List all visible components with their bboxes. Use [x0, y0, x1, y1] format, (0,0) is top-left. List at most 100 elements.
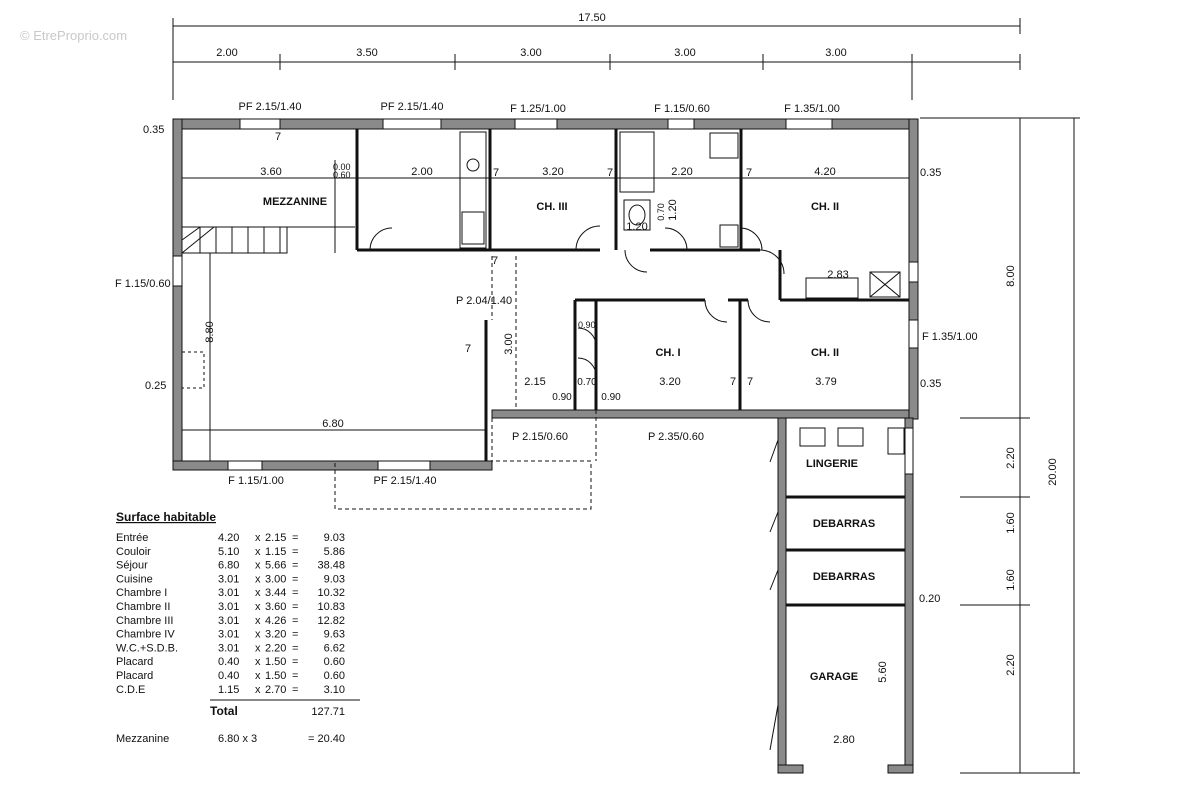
measure: 3.00	[503, 333, 515, 354]
measure: 2.80	[833, 734, 854, 746]
measure: 0.35	[143, 124, 164, 136]
surface-cell: =	[292, 670, 298, 682]
surface-cell: 3.10	[324, 684, 345, 696]
dim-right-total: 20.00	[1047, 458, 1059, 486]
room-garage: GARAGE	[810, 671, 858, 683]
wall-mark: 7	[493, 167, 499, 179]
surface-cell: =	[292, 615, 298, 627]
mezzanine-lines	[181, 160, 909, 461]
surface-cell: C.D.E	[116, 684, 145, 696]
measure: 8.80	[204, 321, 216, 342]
surface-cell: x	[255, 560, 261, 572]
measure: 0.90	[578, 320, 596, 330]
surface-cell: x	[255, 546, 261, 558]
surface-cell: x	[255, 615, 261, 627]
surface-cell: x	[255, 684, 261, 696]
surface-cell: Séjour	[116, 560, 148, 572]
surface-cell: =	[292, 587, 298, 599]
surface-cell: 0.60	[324, 656, 345, 668]
room-mezzanine: MEZZANINE	[263, 196, 327, 208]
dim-right-seg-2: 2.20	[1005, 447, 1017, 468]
surface-cell: =	[292, 560, 298, 572]
wall-mark: 7	[747, 376, 753, 388]
measure: 2.83	[827, 269, 848, 281]
room-debarras-1: DEBARRAS	[813, 518, 875, 530]
surface-cell: 1.15	[218, 684, 239, 696]
surface-cell: 6.80	[218, 560, 239, 572]
surface-cell: x	[255, 629, 261, 641]
surface-cell: 1.15	[265, 546, 286, 558]
measure: 5.60	[877, 661, 889, 682]
surface-cell: x	[255, 670, 261, 682]
bathroom-fixtures	[619, 131, 905, 455]
surface-cell: 3.01	[218, 615, 239, 627]
surface-cell: 5.10	[218, 546, 239, 558]
mezzanine-label: Mezzanine	[116, 733, 169, 745]
measure: 0.20	[919, 593, 940, 605]
dim-top-seg-2: 3.50	[356, 47, 377, 59]
surface-cell: W.C.+S.D.B.	[116, 642, 178, 654]
surface-cell: =	[292, 532, 298, 544]
wall-mark: 7	[465, 343, 471, 355]
surface-cell: =	[292, 656, 298, 668]
watermark: © EtreProprio.com	[20, 28, 127, 43]
opening-f-bottom: F 1.15/1.00	[228, 475, 284, 487]
mezzanine-value: = 20.40	[308, 733, 345, 745]
surface-cell: Couloir	[116, 546, 151, 558]
opening-f-right: F 1.35/1.00	[922, 331, 978, 343]
door-swings	[369, 225, 785, 751]
dim-right-seg-3: 1.60	[1005, 512, 1017, 533]
surface-cell: Chambre II	[116, 601, 170, 613]
mezzanine-formula: 6.80 x 3	[218, 733, 257, 745]
opening-pf-1: PF 2.15/1.40	[239, 101, 302, 113]
surface-cell: 4.20	[218, 532, 239, 544]
wall-mark: 7	[492, 255, 498, 267]
surface-cell: Chambre I	[116, 587, 167, 599]
measure: 3.20	[659, 376, 680, 388]
surface-title: Surface habitable	[116, 510, 216, 524]
opening-pf-bottom: PF 2.15/1.40	[374, 475, 437, 487]
dim-top-seg-3: 3.00	[520, 47, 541, 59]
surface-cell: 3.44	[265, 587, 286, 599]
surface-cell: x	[255, 601, 261, 613]
surface-cell: 0.40	[218, 670, 239, 682]
surface-cell: 5.86	[324, 546, 345, 558]
top-dimensions	[172, 18, 1021, 100]
measure: 0.00	[333, 162, 351, 172]
room-ch2-bottom: CH. II	[811, 347, 839, 359]
surface-cell: Cuisine	[116, 573, 153, 585]
surface-cell: x	[255, 587, 261, 599]
measure: 0.35	[920, 167, 941, 179]
windows	[172, 118, 919, 475]
measure: 0.70	[656, 203, 666, 221]
surface-cell: Chambre IV	[116, 629, 175, 641]
surface-cell: =	[292, 684, 298, 696]
surface-cell: 2.15	[265, 532, 286, 544]
surface-cell: 4.26	[265, 615, 286, 627]
dashed-zones	[334, 256, 597, 510]
dim-top-seg-4: 3.00	[674, 47, 695, 59]
surface-cell: 3.60	[265, 601, 286, 613]
surface-cell: 12.82	[317, 615, 345, 627]
surface-cell: Placard	[116, 656, 153, 668]
surface-cell: x	[255, 573, 261, 585]
surface-cell: x	[255, 532, 261, 544]
surface-cell: 38.48	[317, 560, 345, 572]
surface-cell: 10.32	[317, 587, 345, 599]
surface-cell: 3.01	[218, 629, 239, 641]
staircase	[181, 226, 288, 254]
surface-cell: =	[292, 601, 298, 613]
wall-mark: 7	[607, 167, 613, 179]
measure: 1.20	[667, 199, 679, 220]
room-lingerie: LINGERIE	[806, 458, 858, 470]
measure: 3.20	[542, 166, 563, 178]
surface-cell: x	[255, 642, 261, 654]
opening-p-204: P 2.04/1.40	[456, 295, 512, 307]
surface-cell: 5.66	[265, 560, 286, 572]
surface-cell: 9.63	[324, 629, 345, 641]
dim-right-seg-1: 8.00	[1005, 265, 1017, 286]
surface-cell: Entrée	[116, 532, 148, 544]
room-ch1: CH. I	[655, 347, 680, 359]
wall-mark: 7	[730, 376, 736, 388]
measure: 0.90	[552, 392, 572, 403]
